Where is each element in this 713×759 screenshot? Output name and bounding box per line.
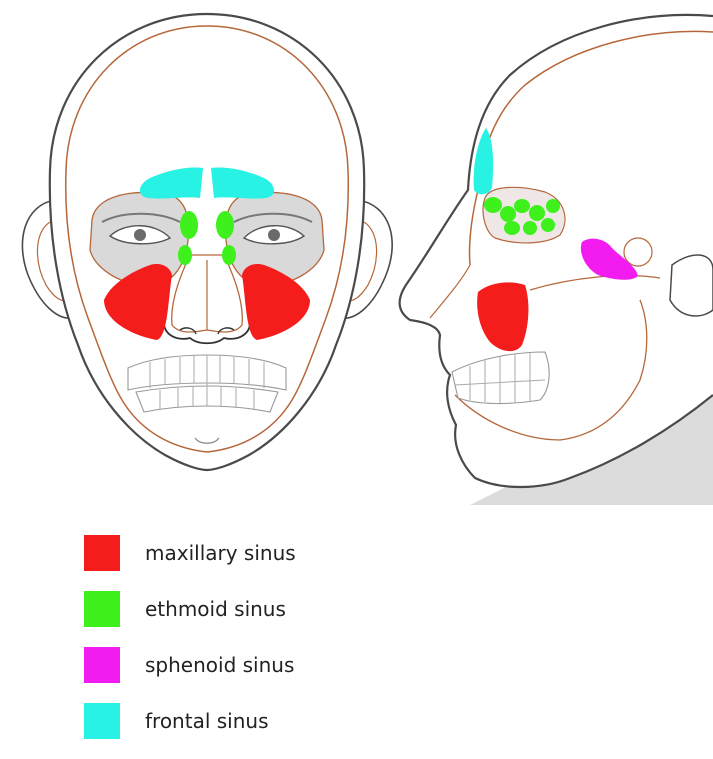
side-ear: [670, 255, 713, 316]
legend-item-sphenoid: sphenoid sinus: [84, 647, 484, 703]
side-view-head: [400, 15, 713, 505]
left-iris: [134, 229, 146, 241]
profile-outline: [400, 15, 713, 487]
legend-label-sphenoid: sphenoid sinus: [145, 653, 294, 677]
sinus-anatomy-illustration: [0, 0, 713, 505]
legend-swatch-sphenoid: [84, 647, 120, 683]
legend-label-frontal: frontal sinus: [145, 709, 269, 733]
legend-label-ethmoid: ethmoid sinus: [145, 597, 286, 621]
legend-swatch-frontal: [84, 703, 120, 739]
right-iris: [268, 229, 280, 241]
legend-swatch-maxillary: [84, 535, 120, 571]
side-orbit: [483, 187, 565, 243]
legend-item-frontal: frontal sinus: [84, 703, 484, 759]
legend-item-ethmoid: ethmoid sinus: [84, 591, 484, 647]
legend-swatch-ethmoid: [84, 591, 120, 627]
legend-label-maxillary: maxillary sinus: [145, 541, 296, 565]
legend-item-maxillary: maxillary sinus: [84, 535, 484, 591]
front-view-head: [22, 14, 392, 470]
temporal-bone: [624, 238, 652, 266]
legend: maxillary sinus ethmoid sinus sphenoid s…: [84, 535, 484, 759]
